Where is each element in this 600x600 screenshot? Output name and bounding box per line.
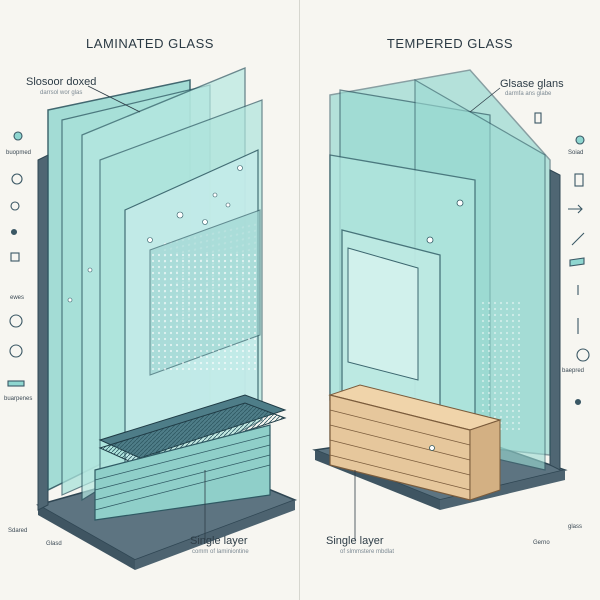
left-stack-front <box>94 424 271 521</box>
tempered-glass-assembly <box>312 69 568 540</box>
drop-icon-right <box>575 135 585 145</box>
left-bottom-sublabel: comm of laminiontine <box>192 549 249 555</box>
left-callout-line <box>87 85 141 113</box>
ring-icon <box>10 201 20 211</box>
laminated-glass-assembly <box>36 67 298 570</box>
right-pane-6 <box>347 247 419 381</box>
right-footer-right: glass <box>568 524 583 530</box>
right-callout-sublabel: darmfa ans glabe <box>505 91 552 97</box>
left-inner-dots <box>150 250 260 370</box>
left-callout-sublabel: darrsol wor glas <box>40 90 83 96</box>
left-frame-base-front <box>38 505 135 570</box>
check-icon <box>9 314 23 328</box>
left-frame-base-side <box>135 500 295 570</box>
jar-icon <box>574 173 584 187</box>
left-frame-post <box>37 154 49 511</box>
left-bottom-label: Single layer <box>190 535 248 547</box>
cup-icon <box>534 112 542 124</box>
tile-icon <box>7 380 25 387</box>
left-side-label-3: buarpenes <box>4 396 33 402</box>
arrow-icon <box>568 204 583 214</box>
cube-icon <box>10 252 20 262</box>
tag-icon <box>569 257 585 267</box>
right-side-icons <box>534 112 590 406</box>
left-side-label-1: buopmed <box>6 150 32 156</box>
right-frame-post <box>549 169 561 471</box>
panel-divider <box>299 0 300 600</box>
tempered-glass-title: TEMPERED GLASS <box>386 36 514 51</box>
right-footer-center: Gerno <box>533 540 550 546</box>
dot-icon <box>10 228 18 236</box>
right-side-label-2: baepred <box>562 368 585 374</box>
right-bottom-sublabel: of slmmstere mbdlat <box>340 549 395 555</box>
left-side-label-2: ewes <box>10 295 25 301</box>
left-callout-label: Slosoor doxed <box>26 76 97 88</box>
right-callout-line <box>469 87 501 113</box>
right-side-label-1: Soiad <box>568 150 584 156</box>
pen-icon <box>571 232 585 246</box>
right-callout-label: Glsase glans <box>500 78 564 90</box>
left-footer-left: Sdared <box>8 528 28 534</box>
laminated-glass-title: LAMINATED GLASS <box>86 36 214 51</box>
drop-icon <box>13 131 23 141</box>
left-surface-bubbles <box>67 165 243 303</box>
left-footer-right: Glasd <box>46 541 62 547</box>
left-stack-layer-2 <box>98 402 287 467</box>
gauge-icon <box>576 348 590 362</box>
clock-icon <box>9 344 23 358</box>
left-side-icons <box>7 131 25 387</box>
right-speckle <box>480 300 520 430</box>
bead-icon <box>574 398 582 406</box>
right-bottom-label: Single layer <box>326 535 384 547</box>
right-bolts <box>426 199 464 451</box>
shield-icon <box>11 173 23 185</box>
right-wood-side <box>469 419 501 501</box>
